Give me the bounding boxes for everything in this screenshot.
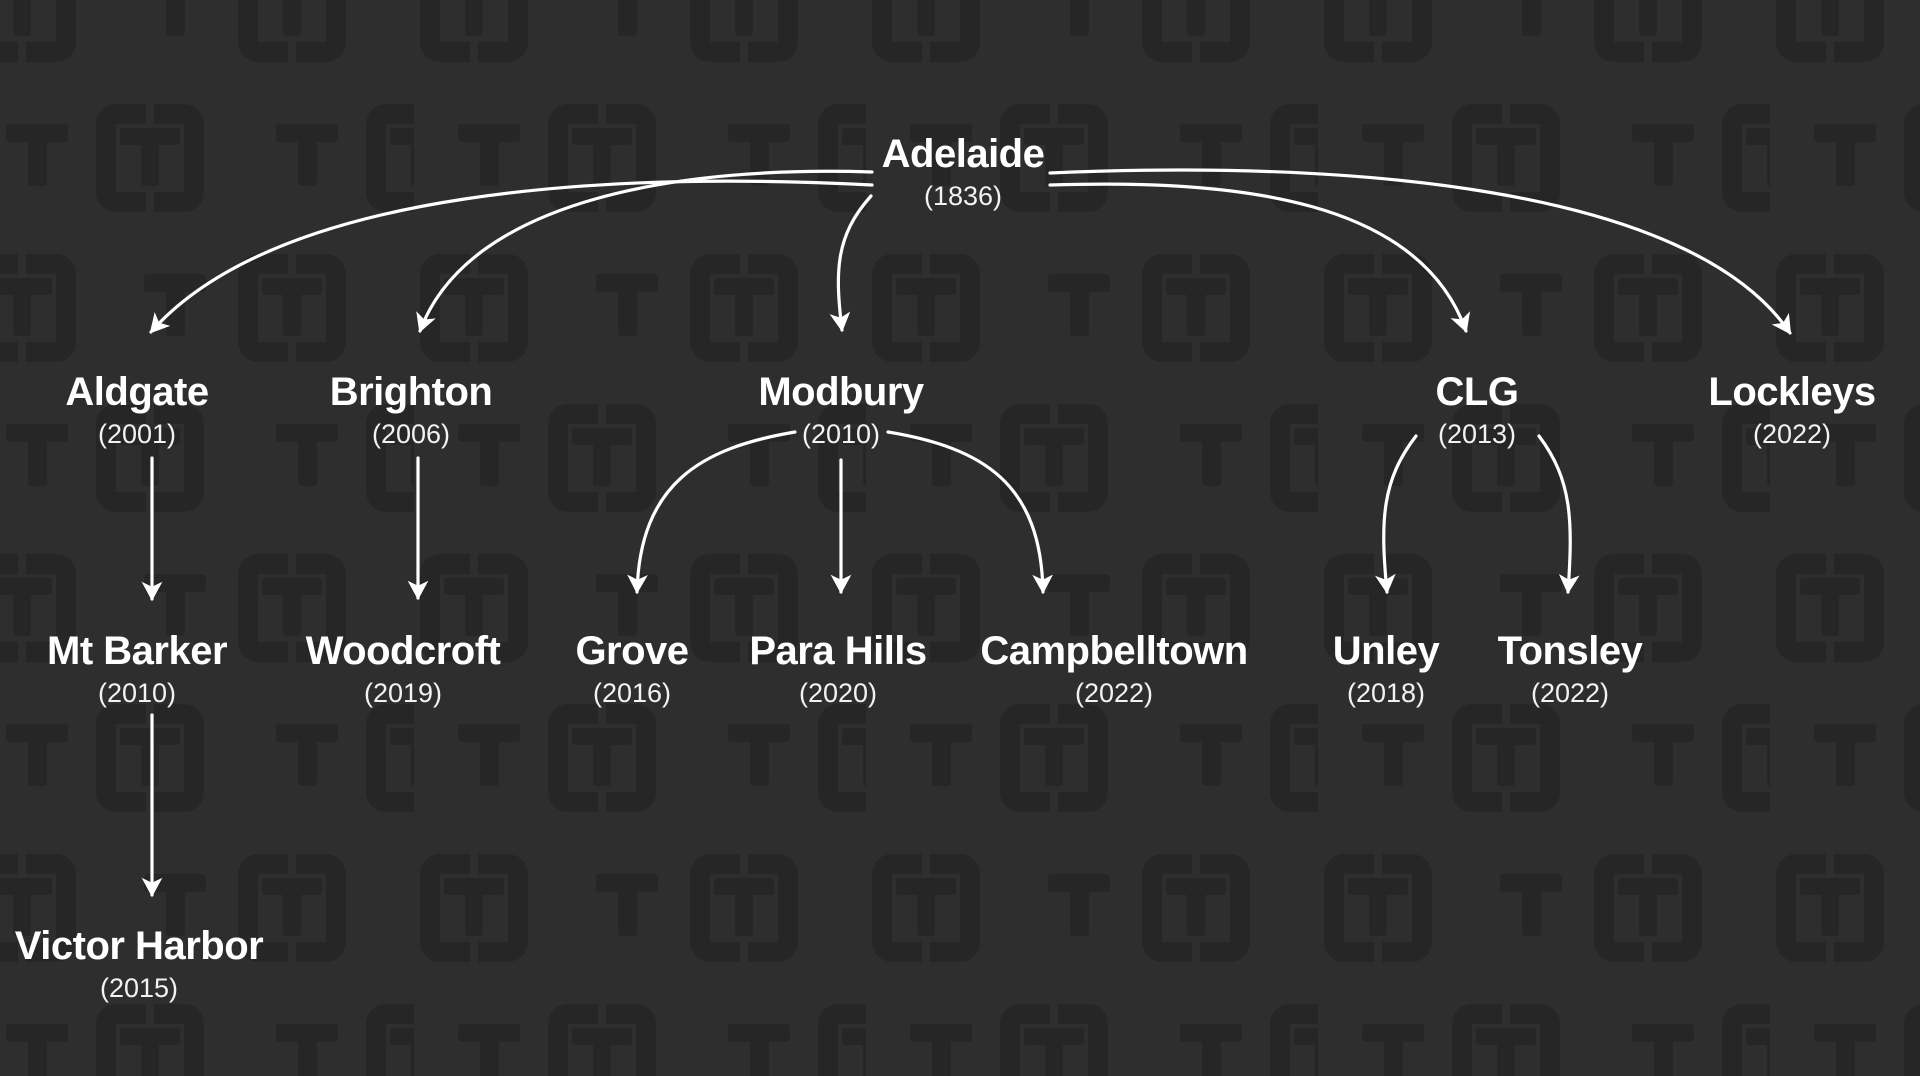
node-label: CLG — [1435, 370, 1519, 414]
node-label: Para Hills — [749, 629, 927, 673]
node-clg[interactable]: CLG (2013) — [1436, 371, 1519, 448]
node-year: (2001) — [97, 419, 177, 449]
node-year: (2006) — [371, 419, 451, 449]
node-grove[interactable]: Grove (2016) — [575, 629, 689, 708]
node-year: (2016) — [592, 678, 672, 708]
node-label: Brighton — [329, 370, 493, 414]
node-para-hills[interactable]: Para Hills (2020) — [749, 629, 927, 708]
node-adelaide[interactable]: Adelaide (1836) — [882, 133, 1045, 210]
node-campbelltown[interactable]: Campbelltown (2022) — [980, 629, 1248, 708]
node-year: (2010) — [801, 419, 881, 449]
node-year: (2022) — [1074, 678, 1154, 708]
node-woodcroft[interactable]: Woodcroft (2019) — [306, 630, 501, 707]
node-year: (2010) — [97, 678, 177, 708]
node-mt-barker[interactable]: Mt Barker (2010) — [46, 629, 228, 708]
node-label: Lockleys — [1708, 370, 1876, 414]
node-label: Grove — [575, 629, 689, 673]
node-victor-harbor[interactable]: Victor Harbor (2015) — [14, 924, 264, 1003]
node-label: Woodcroft — [305, 629, 501, 673]
node-label: Aldgate — [65, 370, 209, 414]
node-year: (2015) — [99, 973, 179, 1003]
node-label: Campbelltown — [980, 629, 1248, 673]
node-label: Tonsley — [1497, 629, 1643, 673]
node-year: (2013) — [1437, 419, 1517, 449]
node-year: (2019) — [363, 678, 443, 708]
node-lockleys[interactable]: Lockleys (2022) — [1708, 370, 1876, 449]
node-brighton[interactable]: Brighton (2006) — [330, 371, 493, 448]
node-label: Modbury — [758, 370, 924, 414]
node-year: (2022) — [1752, 419, 1832, 449]
node-modbury[interactable]: Modbury (2010) — [758, 370, 924, 449]
node-year: (2020) — [798, 678, 878, 708]
node-unley[interactable]: Unley (2018) — [1332, 629, 1440, 708]
node-label: Victor Harbor — [14, 924, 264, 968]
node-label: Mt Barker — [46, 629, 228, 673]
node-label: Adelaide — [881, 132, 1045, 176]
node-label: Unley — [1332, 629, 1440, 673]
node-year: (2018) — [1346, 678, 1426, 708]
node-aldgate[interactable]: Aldgate (2001) — [65, 370, 209, 449]
node-year: (2022) — [1530, 678, 1610, 708]
node-tonsley[interactable]: Tonsley (2022) — [1498, 630, 1643, 707]
node-year: (1836) — [923, 181, 1003, 211]
